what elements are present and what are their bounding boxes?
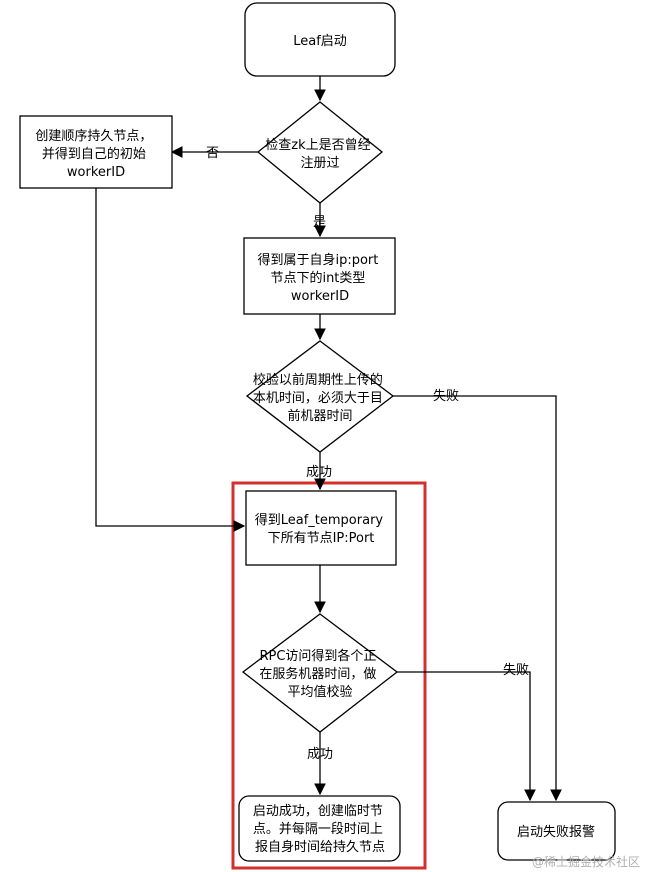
label-get-nodes: 得到Leaf_temporary 下所有节点IP:Port <box>255 512 388 546</box>
label-create-node: 创建顺序持久节点， 并得到自己的初始 workerID <box>35 129 156 180</box>
label-start: Leaf启动 <box>293 34 347 49</box>
edge-label-yes: 是 <box>313 215 326 230</box>
edge-label-no: 否 <box>206 146 219 161</box>
edge-create-to-getnodes <box>95 188 246 532</box>
label-check-time: 校验以前周期性上传的 本机时间，必须大于目 前机器时间 <box>253 372 387 424</box>
highlight-frame <box>231 481 427 870</box>
node-rpc-check <box>241 613 399 733</box>
node-start-success <box>238 795 401 862</box>
edge-checktime-to-fail <box>386 395 562 802</box>
label-check-registered: 检查zk上是否曾经 注册过 <box>265 138 375 171</box>
edge-label-success-2: 成功 <box>307 747 333 762</box>
node-get-nodes <box>245 490 397 566</box>
node-get-worker <box>243 237 396 315</box>
label-get-worker: 得到属于自身ip:port 节点下的int类型 workerID <box>257 252 382 304</box>
node-start <box>244 2 396 77</box>
node-create-node <box>19 115 173 189</box>
label-start-fail: 启动失败报警 <box>517 824 595 840</box>
label-rpc-check: RPC访问得到各个正 在服务机器时间，做 平均值校验 <box>259 648 380 700</box>
edge-label-fail-1: 失败 <box>433 389 459 404</box>
edge-label-fail-2: 失败 <box>503 663 529 678</box>
node-check-registered <box>256 101 384 204</box>
node-start-fail <box>497 801 616 861</box>
label-start-success: 启动成功，创建临时节 点。并每隔一段时间上 报自身时间给持久节点 <box>253 804 387 855</box>
edge-rpc-to-fail <box>397 671 536 802</box>
node-check-time <box>245 340 395 453</box>
edge-label-success-1: 成功 <box>306 465 332 480</box>
watermark: @稀土掘金技术社区 <box>532 854 640 869</box>
